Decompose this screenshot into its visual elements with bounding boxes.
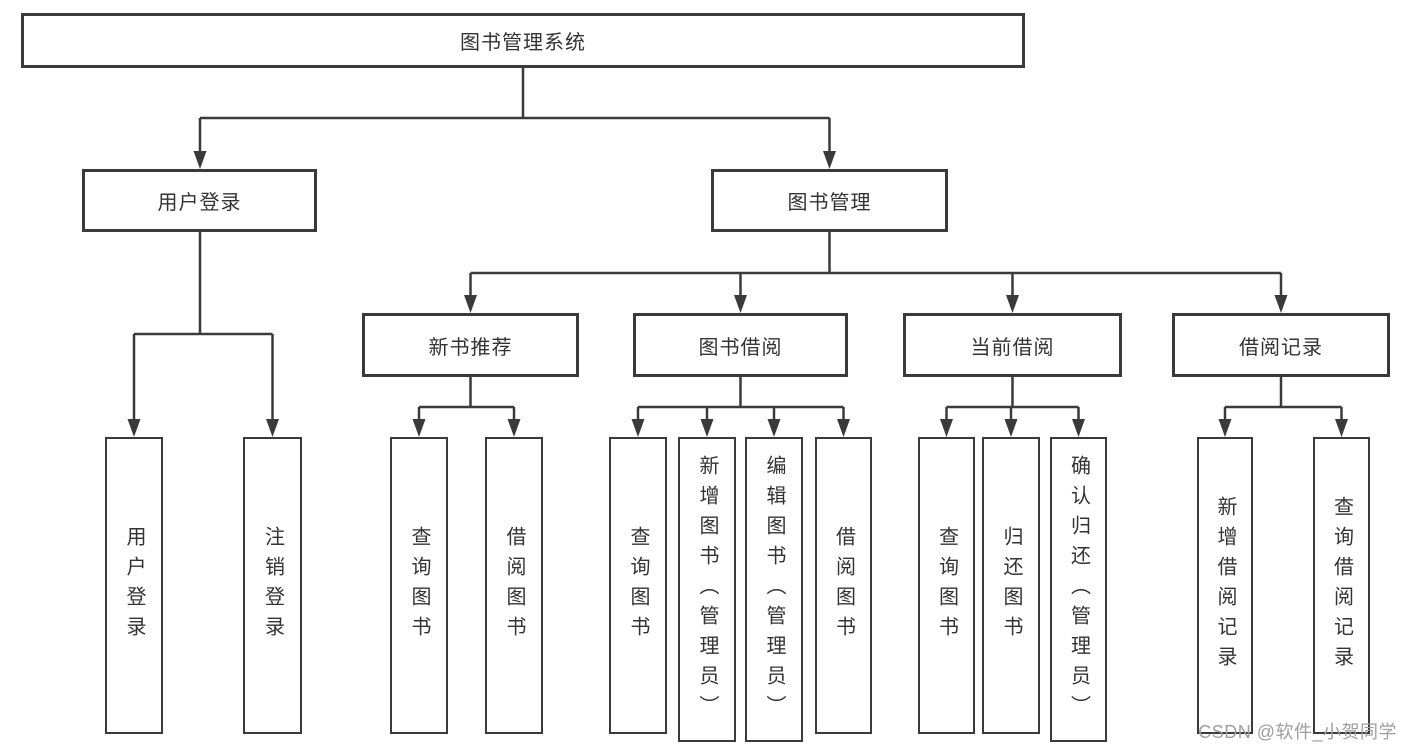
leaf-label: 查询图书 [627,525,649,646]
leaf-query-books-borrow: 查询图书 [609,437,667,734]
leaf-borrow-books: 借阅图书 [815,437,872,734]
node-label: 当前借阅 [970,336,1055,359]
connector-curborrow-to-leaves [940,377,1085,437]
leaf-label: 确认归还（管理员） [1067,454,1090,725]
connector-newrec-to-leaves [412,377,521,437]
node-label: 新书推荐 [428,336,513,359]
node-new-book-recommendation: 新书推荐 [362,313,579,377]
node-book-management-branch: 图书管理 [711,169,948,232]
leaf-label: 新增图书（管理员） [696,454,718,725]
connector-userlogin-to-leaves [127,232,279,437]
node-borrowing-records: 借阅记录 [1172,313,1390,377]
node-user-login-branch: 用户登录 [82,169,317,232]
leaf-label: 借阅图书 [832,525,855,646]
leaf-add-books-admin: 新增图书（管理员） [678,437,736,742]
node-label: 用户登录 [157,192,242,214]
node-current-borrowing: 当前借阅 [903,313,1122,377]
leaf-label: 用户登录 [123,525,145,646]
connector-bookborrow-to-leaves [631,377,850,437]
leaf-user-login: 用户登录 [105,437,163,734]
leaf-return-books: 归还图书 [982,437,1040,734]
leaf-label: 借阅图书 [503,525,525,646]
leaf-label: 注销登录 [261,525,284,646]
leaf-add-borrow-record: 新增借阅记录 [1197,437,1253,734]
node-label: 图书管理系统 [460,32,586,54]
csdn-watermark: CSDN @软件_小贺同学 [1198,722,1397,742]
leaf-logout: 注销登录 [243,437,302,734]
leaf-label: 归还图书 [1000,525,1022,646]
leaf-label: 新增借阅记录 [1214,495,1236,676]
connector-bookmgmt-to-level3 [464,232,1288,313]
leaf-edit-books-admin: 编辑图书（管理员） [745,437,803,742]
leaf-label: 查询借阅记录 [1330,495,1353,676]
node-book-borrowing: 图书借阅 [633,313,848,377]
connector-borrowrec-to-leaves [1218,377,1348,437]
leaf-query-borrow-record: 查询借阅记录 [1313,437,1370,734]
leaf-query-books-newrec: 查询图书 [390,437,448,734]
leaf-label: 查询图书 [408,525,430,646]
node-label: 图书管理 [787,192,872,214]
node-label: 借阅记录 [1239,336,1323,359]
node-library-management-system: 图书管理系统 [21,13,1025,68]
leaf-label: 编辑图书（管理员） [763,454,785,725]
node-label: 图书借阅 [698,336,783,359]
leaf-confirm-return-admin: 确认归还（管理员） [1050,437,1107,742]
leaf-borrow-books-newrec: 借阅图书 [485,437,543,734]
leaf-label: 查询图书 [935,525,958,646]
connector-root-to-level2 [193,68,836,169]
leaf-query-books-current: 查询图书 [918,437,975,734]
